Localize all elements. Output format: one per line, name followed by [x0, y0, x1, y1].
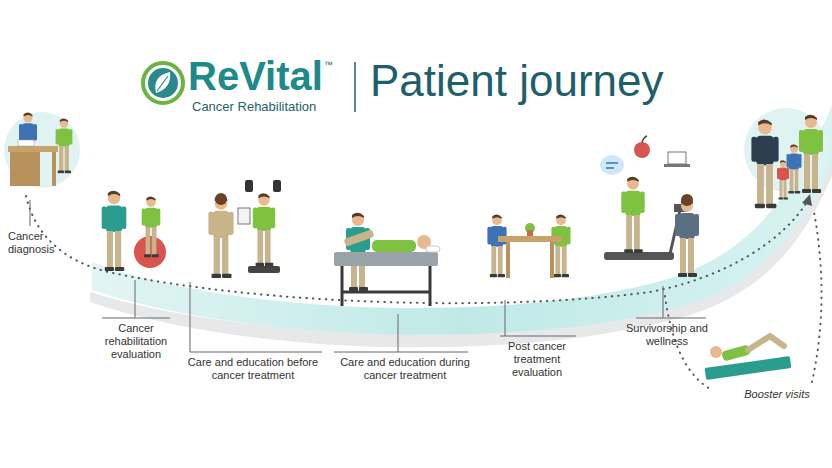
- stage-label: Care and education before cancer treatme…: [178, 356, 328, 382]
- stage-label: Care and education during cancer treatme…: [330, 356, 480, 382]
- booster-scene: [705, 336, 792, 380]
- diagnosis-scene: [4, 112, 80, 188]
- stage-label: Cancer diagnosis: [8, 230, 58, 256]
- booster-label: Booster visits: [735, 388, 819, 401]
- before-treatment-scene: [208, 180, 281, 278]
- post-treatment-scene: [487, 215, 570, 278]
- stage-label: Post cancer treatment evaluation: [492, 340, 582, 380]
- evaluation-scene: [102, 191, 166, 271]
- logo-subtitle: Cancer Rehabilitation: [192, 99, 316, 115]
- family-scene: [744, 108, 828, 208]
- logo-wordmark: ReVital: [188, 54, 323, 98]
- stage-label: Survivorship and wellness: [626, 322, 708, 348]
- during-treatment-scene: [334, 213, 440, 306]
- stage-label: Cancer rehabilitation evaluation: [95, 322, 177, 362]
- trademark: ™: [324, 60, 333, 71]
- logo-mark: [143, 63, 183, 103]
- survivorship-scene: [600, 136, 699, 277]
- diagram-title: Patient journey: [370, 56, 664, 106]
